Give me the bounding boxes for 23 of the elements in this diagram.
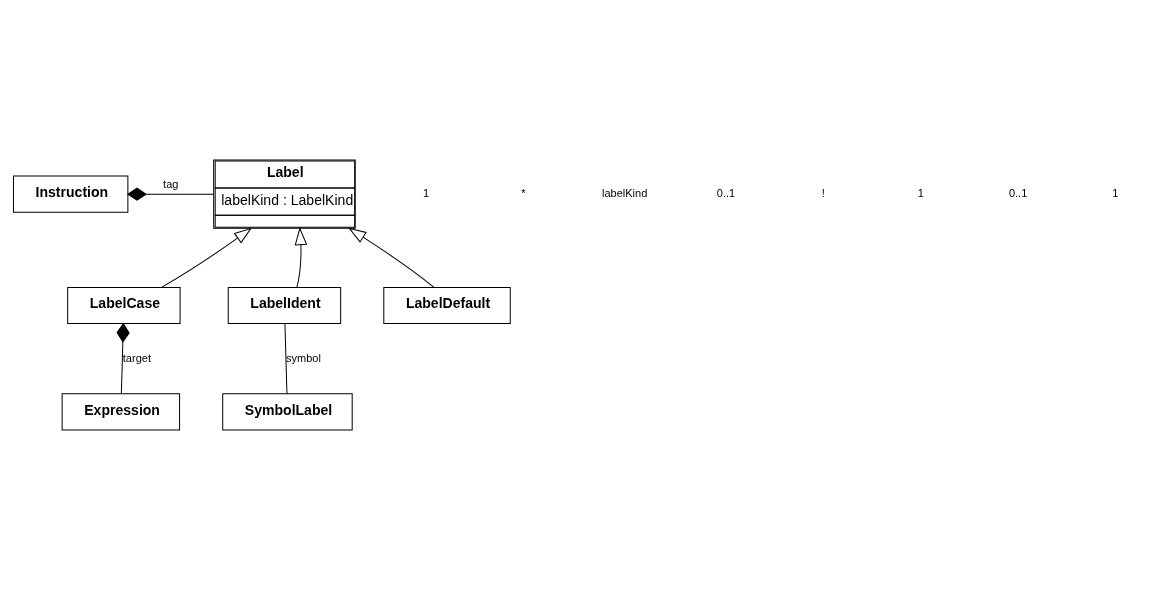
arrow — [294, 227, 308, 288]
label: 1 — [1112, 186, 1119, 199]
edge-label: tag — [163, 177, 179, 190]
label: 0..1 — [716, 186, 736, 199]
node-box: LabelCase — [67, 286, 181, 324]
connector — [284, 322, 288, 394]
connector — [127, 187, 215, 201]
label: 1 — [422, 186, 430, 199]
node-box: Expression — [61, 392, 181, 430]
label: ! — [821, 186, 825, 199]
arrow — [349, 227, 435, 288]
node-box: LabelIdent — [227, 286, 342, 324]
label: * — [521, 186, 526, 199]
label: 0..1 — [1008, 186, 1028, 199]
edge-label: symbol — [286, 351, 321, 364]
label: 1 — [917, 186, 924, 199]
connector — [116, 322, 130, 394]
node-box: LabelDefault — [383, 286, 511, 324]
edge-label: target — [122, 351, 151, 364]
node-box: Instruction — [12, 175, 129, 213]
node-box: SymbolLabel — [222, 392, 353, 430]
label: labelKind — [602, 186, 648, 199]
arrow — [161, 227, 252, 288]
